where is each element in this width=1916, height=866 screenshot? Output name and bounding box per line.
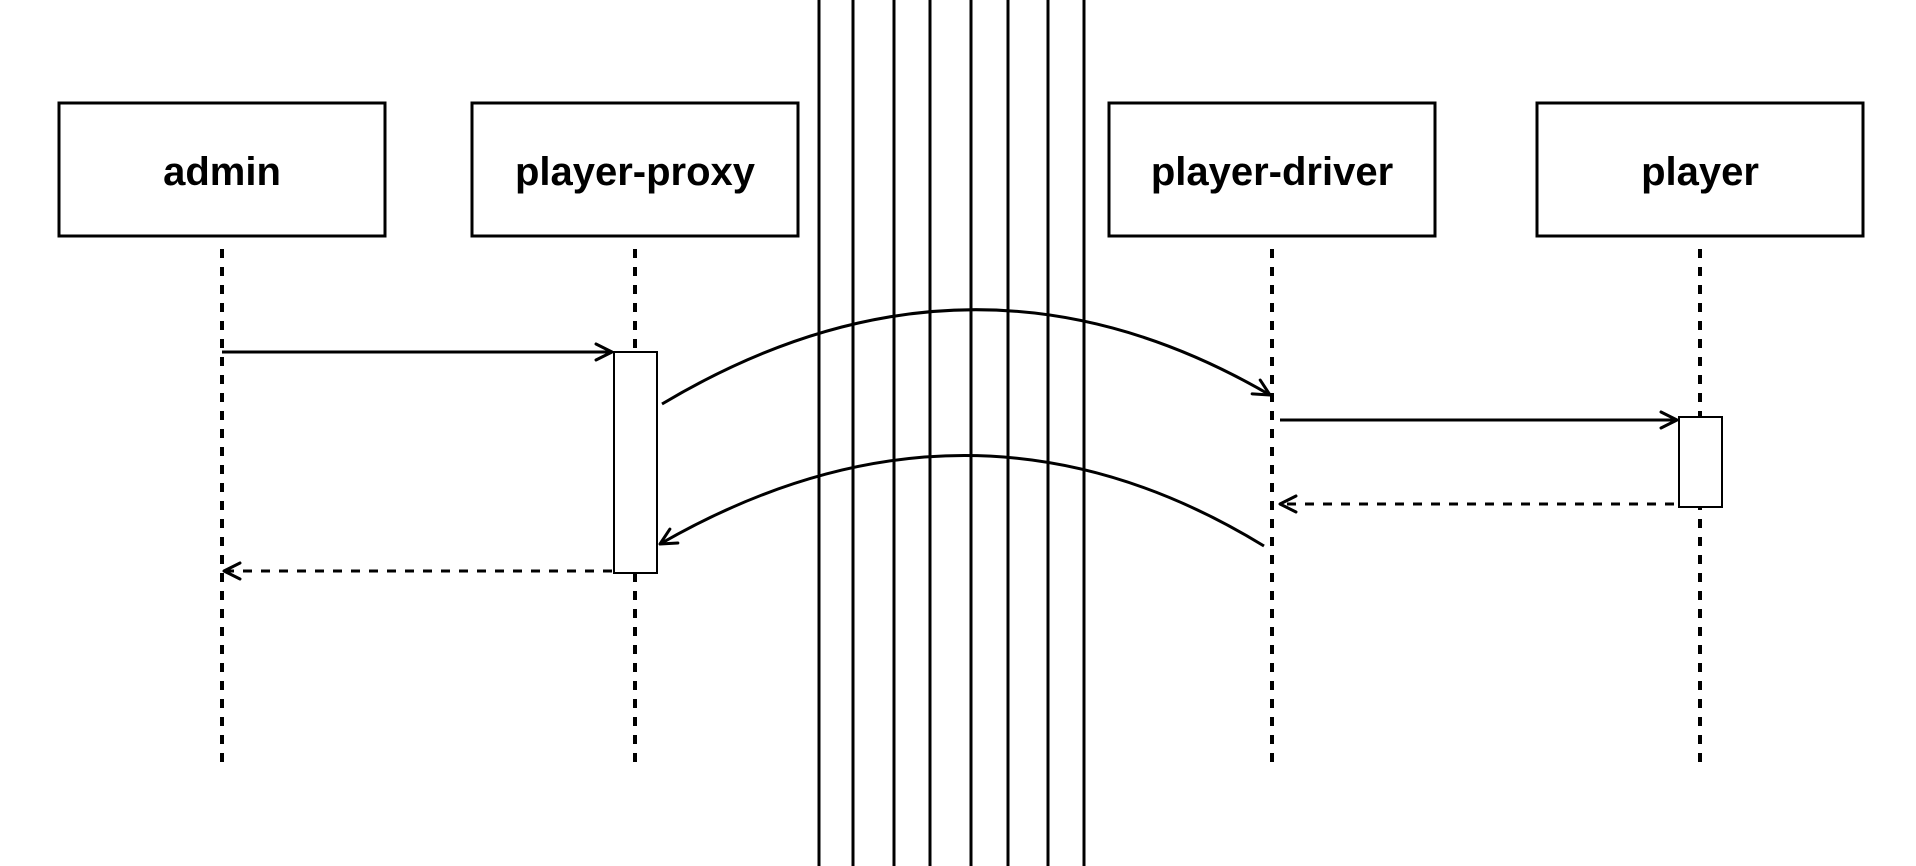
participant-player: player <box>1535 101 1865 238</box>
message-proxy-to-driver <box>661 308 1272 406</box>
participant-label: player <box>1641 150 1759 194</box>
participant-box <box>1107 101 1437 238</box>
activation-bar-player <box>1678 416 1723 508</box>
participant-player-driver: player-driver <box>1107 101 1437 238</box>
lifelines <box>220 249 1702 768</box>
messages <box>222 308 1679 581</box>
participant-admin: admin <box>57 101 387 238</box>
network-barrier <box>817 0 1086 866</box>
participant-box <box>1535 101 1865 238</box>
participant-label: player-proxy <box>515 150 756 194</box>
participant-player-proxy: player-proxy <box>470 101 800 238</box>
activation-bar-player-proxy <box>613 351 658 574</box>
participant-label: player-driver <box>1151 150 1393 194</box>
participant-box <box>470 101 800 238</box>
participant-box <box>57 101 387 238</box>
message-driver-to-proxy <box>658 454 1265 548</box>
participant-label: admin <box>163 150 281 194</box>
